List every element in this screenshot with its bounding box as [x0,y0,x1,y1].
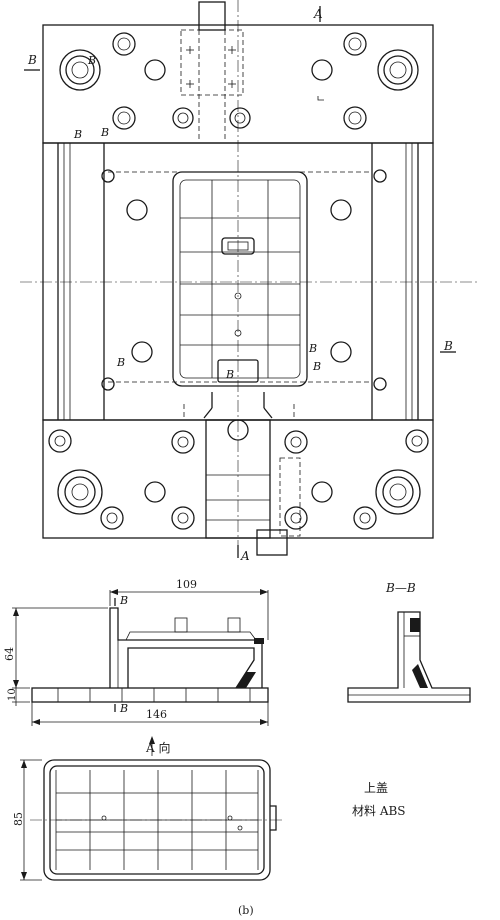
dim-85-label: 85 [12,812,25,826]
gate-region [183,392,301,556]
section-a-bottom-label: A [240,549,250,563]
section-b-cavity-label-1: B [116,356,125,369]
section-bb-hatch-top [410,618,420,632]
section-bb-view: B—B [347,581,471,703]
section-bb-hatch-rib [412,664,428,688]
section-b-left-label: B [27,53,37,67]
dim-146-label: 146 [146,708,167,721]
bottom-side-tab [270,805,277,831]
bushes-bottom [48,419,429,530]
section-b-cavity-label-3: B [308,342,317,355]
bottom-view-label: A 向 [145,740,170,755]
section-b-plate-label-3: B [100,126,109,139]
section-b-plate-label-1: B [87,54,96,67]
side-section-marker-bottom: B [119,702,128,715]
dim-109-label: 109 [176,578,197,591]
section-b-cavity-label-2: B [225,368,234,381]
side-rails [57,143,419,420]
side-view: 109 146 64 10 B B [3,578,269,726]
screw-holes-top [112,32,367,130]
section-bb-label: B—B [385,581,416,595]
side-inner-body [127,647,255,689]
side-top-lip [125,631,257,641]
part-material: 材料 ABS [352,804,406,818]
cavity-part [172,171,308,387]
corner-tick-mark [317,96,324,101]
side-boss-left [174,617,188,633]
section-b-plate-label-2: B [73,128,82,141]
guide-bushes-top [59,49,419,91]
dim-10-label: 10 [7,688,18,701]
side-hatch-block [236,672,256,688]
section-a-top-label: A [313,7,323,21]
dim-64-label: 64 [3,647,16,661]
side-section-marker-top: B [119,594,128,607]
section-bb-outline [347,611,471,703]
sprue-tab-top [198,1,226,31]
base-ribs [57,688,251,702]
side-hatch-clip [254,638,264,644]
screw-marks-top [186,46,236,88]
part-name: 上盖 [364,781,388,795]
section-b-cavity-label-4: B [312,360,321,373]
side-boss-right [227,617,241,633]
side-base-strip [31,687,269,703]
bottom-view: A 向 85 [12,736,284,881]
figure-caption: (b) [238,904,254,917]
mold-top-view: A A B B B B B B B B B [20,0,480,563]
section-b-right-label: B [443,339,453,353]
return-pins [101,169,387,391]
